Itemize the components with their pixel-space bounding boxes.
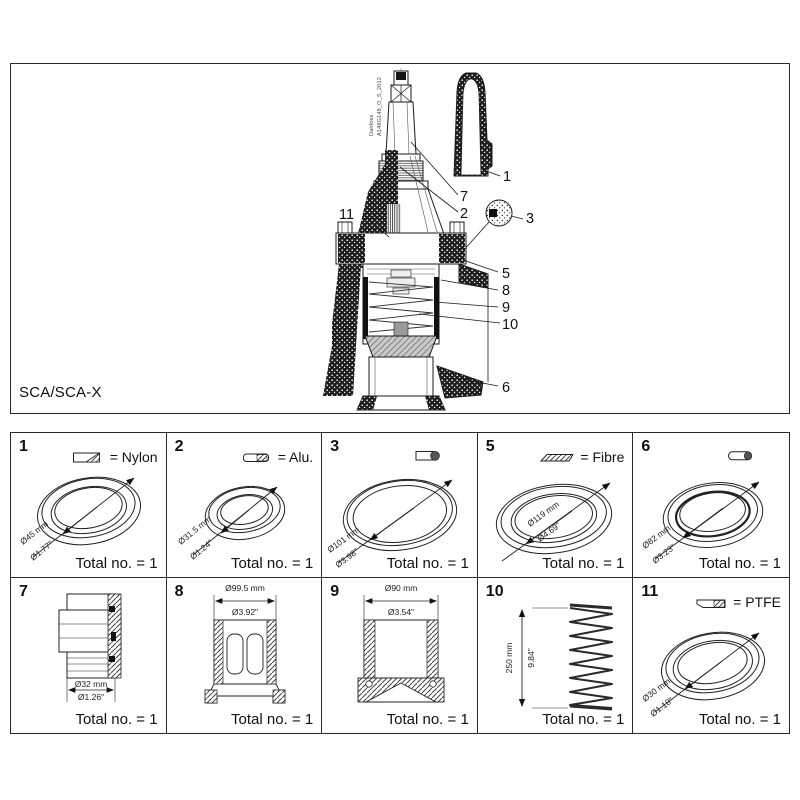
- part-cell-5: 5 = Fibre Ø119 mm Ø4.69" Total no. = 1: [477, 433, 634, 578]
- part-number: 1: [19, 438, 28, 455]
- total-count: Total no. = 1: [231, 711, 314, 728]
- spring-part-drawing: 250 mm 9.84": [504, 603, 613, 711]
- total-count: Total no. = 1: [75, 555, 158, 572]
- oring-section-icon: [415, 451, 440, 461]
- part-number: 11: [641, 583, 659, 600]
- material-legend: [413, 449, 449, 462]
- callout-10: 10: [502, 317, 518, 333]
- part-cell-6: 6 Ø82 mm Ø3.23" Total no. = 1: [633, 433, 789, 578]
- part-number: 6: [641, 438, 651, 455]
- part-cell-2: 2 = Alu. Ø31.5 mm Ø1.24" Total no. = 1: [166, 433, 323, 578]
- material-label: = Fibre: [580, 449, 625, 465]
- material-legend: = Nylon: [72, 449, 158, 465]
- part-number: 9: [330, 583, 340, 600]
- callout-2: 2: [460, 206, 468, 222]
- total-count: Total no. = 1: [542, 711, 625, 728]
- dim-in: Ø3.54": [388, 607, 414, 617]
- part-number: 5: [485, 438, 495, 455]
- dim-in: Ø3.23": [651, 542, 678, 566]
- valve-geometry: [323, 68, 524, 411]
- watermark-doc-id: A148G148_O_S_2012: [377, 77, 383, 136]
- part-number: 7: [19, 583, 28, 600]
- ptfe-seal-icon: [696, 599, 726, 608]
- spring-coil: [368, 281, 434, 333]
- total-count: Total no. = 1: [698, 555, 781, 572]
- fibre-gasket-icon: [540, 453, 575, 461]
- material-legend: = Alu.: [242, 449, 313, 465]
- part-cell-3: 3 Ø101 mm Ø3.98" Total no. = 1: [322, 433, 478, 578]
- ring-drawing: Ø30 mm Ø1.18": [641, 631, 766, 719]
- callout-7: 7: [460, 189, 468, 205]
- watermark-brand: Danfoss: [369, 114, 375, 136]
- callout-6: 6: [502, 380, 510, 396]
- part-cell-7: 7 Ø32 mm Ø1.26" Total no. = 1: [11, 578, 167, 733]
- valve-cross-section-drawing: 1 7 2 3 11 5 8 9 10 6 Danfoss A148G148_O…: [323, 68, 534, 411]
- detail-circle: [485, 199, 513, 227]
- nylon-seal-icon: [72, 451, 100, 462]
- seal-cap-part: [453, 72, 493, 177]
- ring-drawing: Ø31.5 mm Ø1.24": [176, 485, 285, 562]
- total-count: Total no. = 1: [386, 555, 469, 572]
- ring-drawing: Ø119 mm Ø4.69": [495, 482, 612, 562]
- material-label: = Alu.: [277, 449, 314, 465]
- callout-3: 3: [526, 211, 534, 227]
- callout-11: 11: [339, 207, 354, 223]
- total-count: Total no. = 1: [542, 555, 625, 572]
- gland-part-drawing: Ø32 mm Ø1.26": [58, 593, 122, 702]
- part-number: 2: [174, 438, 184, 455]
- callout-5: 5: [502, 266, 510, 282]
- part-cell-1: 1 = Nylon Ø45 mm Ø1.77" Total no. = 1: [11, 433, 167, 578]
- oring-section-icon: [728, 451, 753, 461]
- callout-9: 9: [502, 300, 510, 316]
- alu-gasket-icon: [242, 453, 269, 462]
- leader-lines: [364, 141, 524, 387]
- part-cell-8: 8 Ø99.5 mm Ø3.92" Total no. = 1: [167, 578, 323, 733]
- total-count: Total no. = 1: [231, 555, 314, 572]
- part-number: 10: [485, 583, 504, 600]
- total-count: Total no. = 1: [386, 711, 469, 728]
- ring-drawing: Ø82 mm Ø3.23": [641, 481, 764, 566]
- part-number: 8: [174, 583, 184, 600]
- total-count: Total no. = 1: [698, 711, 781, 728]
- cone-part-drawing: Ø90 mm Ø3.54": [357, 583, 445, 703]
- dim-mm: Ø90 mm: [385, 583, 418, 593]
- dim-in: Ø3.92": [232, 607, 258, 617]
- dim-in: 9.84": [526, 648, 536, 668]
- model-label: SCA/SCA-X: [19, 384, 102, 401]
- material-label: = PTFE: [733, 594, 781, 610]
- piston-part-drawing: Ø99.5 mm Ø3.92": [204, 583, 286, 704]
- total-count: Total no. = 1: [75, 711, 158, 728]
- material-legend: = PTFE: [695, 594, 781, 610]
- dim-in: Ø4.69": [535, 520, 562, 543]
- callout-8: 8: [502, 283, 510, 299]
- material-legend: = Fibre: [540, 449, 624, 465]
- material-label: = Nylon: [109, 449, 158, 465]
- dim-mm: 250 mm: [504, 643, 514, 674]
- spare-parts-table: 1 = Nylon Ø45 mm Ø1.77" Total no. = 1 2: [10, 432, 790, 734]
- callout-1: 1: [503, 169, 511, 185]
- ring-drawing: Ø101 mm Ø3.98": [325, 478, 458, 570]
- dim-in: Ø1.77": [28, 539, 55, 563]
- main-drawing-frame: 1 7 2 3 11 5 8 9 10 6 Danfoss A148G148_O…: [10, 63, 790, 414]
- part-number: 3: [330, 438, 340, 455]
- dim-in: Ø1.26": [78, 692, 104, 702]
- dim-in: Ø1.24": [188, 537, 215, 561]
- part-cell-9: 9 Ø90 mm Ø3.54" Total no. = 1: [322, 578, 478, 733]
- ring-drawing: Ø45 mm Ø1.77": [18, 476, 142, 563]
- part-cell-11: 11 = PTFE Ø30 mm Ø1.18" Total no. = 1: [633, 578, 789, 733]
- material-legend: [727, 449, 761, 462]
- part-cell-10: 10 250 mm 9.84" Total no. = 1: [478, 578, 634, 733]
- dim-mm: Ø32 mm: [75, 679, 108, 689]
- dim-mm: Ø99.5 mm: [225, 583, 265, 593]
